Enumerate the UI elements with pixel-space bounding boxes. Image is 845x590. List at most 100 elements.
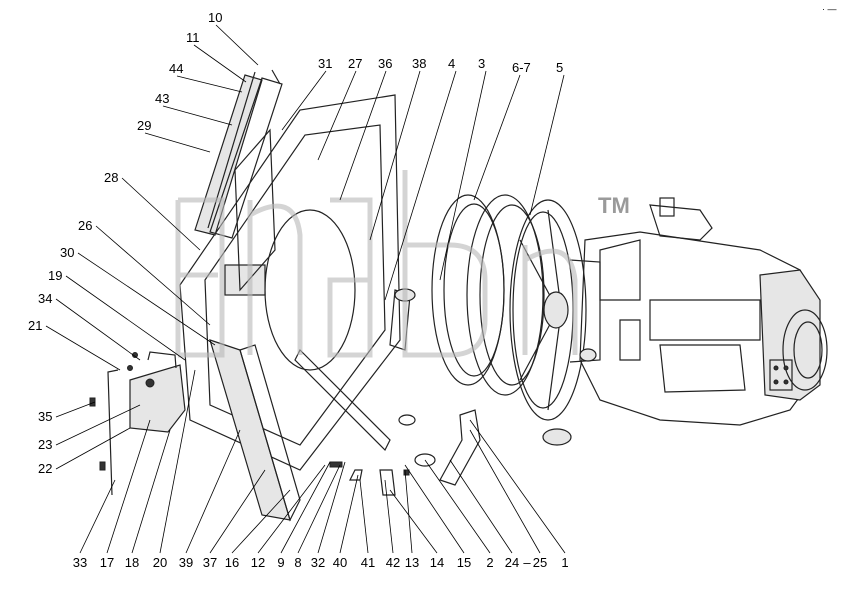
leader-8 [297, 464, 341, 554]
fasteners [329, 461, 410, 481]
callout-separator: – [523, 555, 531, 570]
corner-mark: · — [822, 4, 837, 14]
leader-28 [121, 177, 201, 251]
leader-17 [106, 419, 151, 554]
callout-10: 10 [208, 10, 222, 25]
callout-20: 20 [153, 555, 167, 570]
callout-16: 16 [225, 555, 239, 570]
callout-19: 19 [48, 268, 62, 283]
callout-36: 36 [378, 56, 392, 71]
callout-28: 28 [104, 170, 118, 185]
leader-1 [469, 419, 566, 554]
leader-39 [185, 429, 241, 554]
leader-40 [339, 474, 359, 554]
callout-5: 5 [556, 60, 563, 75]
callout-34: 34 [38, 291, 52, 306]
callout-33: 33 [73, 555, 87, 570]
leader-14 [389, 489, 438, 554]
side-panel [194, 69, 283, 239]
callout-12: 12 [251, 555, 265, 570]
callout-30: 30 [60, 245, 74, 260]
leader-43 [162, 105, 233, 126]
callout-26: 26 [78, 218, 92, 233]
leader-3 [439, 70, 487, 281]
leader-6-7 [473, 74, 521, 201]
callout-44: 44 [169, 61, 183, 76]
callout-43: 43 [155, 91, 169, 106]
leader-20 [159, 369, 196, 554]
leader-42 [384, 479, 394, 554]
callout-25: 25 [533, 555, 547, 570]
leader-19 [65, 275, 186, 361]
callout-3: 3 [478, 56, 485, 71]
radiator-frame [179, 94, 401, 471]
leader-15 [404, 464, 465, 554]
leader-41 [359, 479, 369, 554]
leader-35 [55, 401, 96, 418]
callout-21: 21 [28, 318, 42, 333]
callout-2: 2 [486, 555, 493, 570]
leader-2 [424, 459, 491, 554]
leader-29 [144, 132, 211, 153]
callout-31: 31 [318, 56, 332, 71]
leader-31 [281, 70, 327, 131]
watermark-tm: TM [598, 193, 630, 218]
callout-24: 24 [505, 555, 519, 570]
callout-22: 22 [38, 461, 52, 476]
leader-44 [176, 75, 243, 93]
callout-39: 39 [179, 555, 193, 570]
callout-29: 29 [137, 118, 151, 133]
leader-26 [95, 225, 211, 326]
callout-13: 13 [405, 555, 419, 570]
callout-18: 18 [125, 555, 139, 570]
callout-27: 27 [348, 56, 362, 71]
leader-11 [193, 44, 247, 83]
lower-side-strip [209, 339, 301, 522]
callout-6-7: 6-7 [512, 60, 531, 75]
callout-23: 23 [38, 437, 52, 452]
callout-8: 8 [294, 555, 301, 570]
leader-30 [77, 252, 216, 346]
leader-5 [529, 74, 565, 216]
expansion-tank [89, 351, 186, 496]
callout-41: 41 [361, 555, 375, 570]
leader-22 [55, 427, 131, 470]
leader-13 [404, 469, 413, 554]
callout-11: 11 [186, 30, 200, 45]
hoses-and-clamps [379, 288, 597, 496]
leader-23 [55, 404, 141, 446]
callout-9: 9 [277, 555, 284, 570]
callout-35: 35 [38, 409, 52, 424]
fan-shroud-rings [431, 194, 545, 396]
leader-36 [339, 70, 387, 201]
engine-block [579, 197, 828, 426]
leader-27 [317, 70, 357, 161]
leader-12 [257, 464, 326, 554]
leader-34 [55, 298, 141, 361]
callout-15: 15 [457, 555, 471, 570]
leader-21 [45, 325, 121, 371]
leader-38 [369, 70, 421, 241]
callout-14: 14 [430, 555, 444, 570]
leader-37 [209, 469, 266, 554]
watermark-logo [175, 170, 578, 358]
leader-10 [215, 24, 259, 66]
callout-1: 1 [561, 555, 568, 570]
callout-40: 40 [333, 555, 347, 570]
leader-16 [231, 489, 291, 554]
leader-18 [131, 429, 171, 554]
leader-25 [469, 429, 541, 554]
leader-9 [280, 461, 331, 554]
leader-32 [317, 461, 346, 554]
callout-42: 42 [386, 555, 400, 570]
callout-17: 17 [100, 555, 114, 570]
callout-32: 32 [311, 555, 325, 570]
leader-33 [79, 479, 116, 554]
callout-4: 4 [448, 56, 455, 71]
leader-4 [384, 70, 457, 301]
leader-24 [449, 459, 513, 554]
callout-37: 37 [203, 555, 217, 570]
callout-38: 38 [412, 56, 426, 71]
